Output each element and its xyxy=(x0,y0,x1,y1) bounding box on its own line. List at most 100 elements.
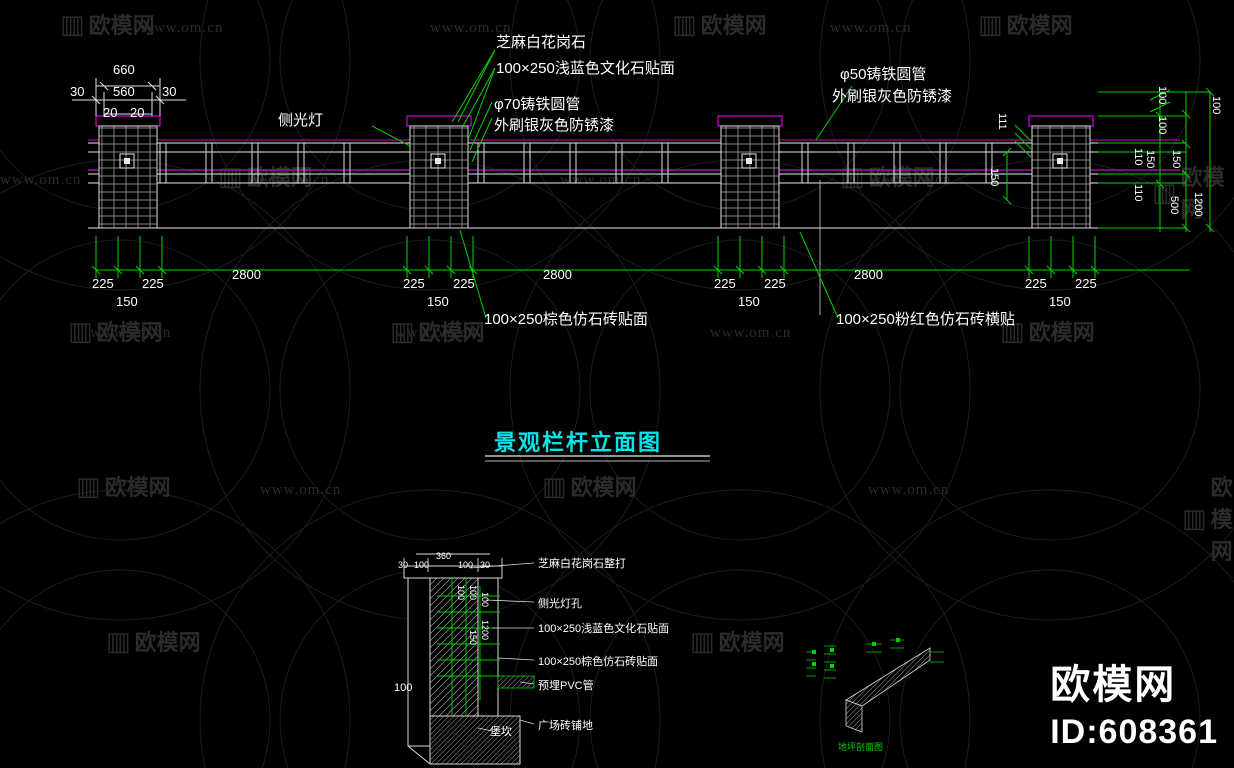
watermark-badge: ▥ 欧模网 xyxy=(1182,475,1233,564)
dim-span3-2800: 2800 xyxy=(854,267,883,282)
dim-pier2-right-225: 225 xyxy=(453,276,475,291)
dim-left-vert-150: 150 xyxy=(988,168,1000,187)
annotation-side-light: 侧光灯 xyxy=(278,112,324,129)
logo-id: ID:608361 xyxy=(1050,713,1218,751)
dim-right-150-b: 150 xyxy=(1170,150,1182,169)
watermark-url: www.om.cn xyxy=(142,20,224,36)
logo-glyph-icon: ▥ xyxy=(840,161,865,191)
detail-dim-1200: 1200 xyxy=(480,620,490,641)
detail-dim-30-a: 30 xyxy=(398,560,409,570)
watermark-url: www.om.cn xyxy=(870,172,952,188)
detail-label-brown: 100×250棕色仿石砖贴面 xyxy=(538,656,659,668)
logo-glyph-icon: ▥ xyxy=(68,316,93,346)
dim-pier4-left-225: 225 xyxy=(1025,276,1047,291)
annotation-pink-brick: 100×250粉红色仿石砖横贴 xyxy=(836,311,1015,328)
logo-glyph-icon: ▥ xyxy=(1182,503,1207,533)
detail-column xyxy=(403,565,535,765)
watermark-badge: ▥ 欧模网 xyxy=(76,471,171,501)
dim-right-edge-30: 30 xyxy=(162,84,177,99)
watermark-badge: ▥ 欧模网 xyxy=(68,316,163,346)
pier-4 xyxy=(1028,115,1094,229)
section-caption: 地坪剖面图 xyxy=(838,742,884,752)
dim-right-1200: 1200 xyxy=(1192,192,1204,217)
detail-dim-30-b: 30 xyxy=(480,560,491,570)
detail-label-pvc: 预埋PVC管 xyxy=(538,680,594,692)
dim-pier3-right-225: 225 xyxy=(764,276,786,291)
detail-dim-total-360: 360 xyxy=(436,551,452,561)
dim-pier1-sum-150: 150 xyxy=(116,294,138,309)
annotation-pipe70-line2: 外刷银灰色防锈漆 xyxy=(494,117,615,134)
small-section-detail xyxy=(806,638,944,733)
detail-dim-100-a: 100 xyxy=(414,560,430,570)
dim-pier1-left-225: 225 xyxy=(92,276,114,291)
logo-glyph-icon: ▥ xyxy=(106,626,131,656)
annotation-granite: 芝麻白花岗石 xyxy=(496,34,587,51)
detail-label-granite: 芝麻白花岗石整打 xyxy=(538,558,626,570)
watermark-url: www.om.cn xyxy=(830,20,912,36)
watermark-badge: ▥ 欧模网 xyxy=(672,9,767,39)
logo-brand: 欧模网 xyxy=(1050,663,1177,707)
dim-total-660: 660 xyxy=(113,62,135,77)
detail-label-plaza: 广场砖铺地 xyxy=(538,720,593,732)
dim-right-100-a: 100 xyxy=(1156,86,1168,105)
watermark-url: www.om.cn xyxy=(430,20,512,36)
detail-dim-100-d: 100 xyxy=(456,585,466,601)
watermark-url: www.om.cn xyxy=(560,172,642,188)
watermark-url: www.om.cn xyxy=(868,482,950,498)
dim-inner-560: 560 xyxy=(113,84,135,99)
dim-right-150: 150 xyxy=(1144,150,1156,169)
watermark-badge: ▥ 欧模网 xyxy=(1000,316,1095,346)
watermark-badge: ▥ 欧模网 xyxy=(978,9,1073,39)
detail-label-curb: 堡坎 xyxy=(490,726,512,738)
annotation-pipe50-line2: 外刷银灰色防锈漆 xyxy=(832,88,953,105)
watermark-badge: ▥ 欧模网 xyxy=(60,9,155,39)
pier-3 xyxy=(717,115,783,229)
dim-span1-2800: 2800 xyxy=(232,267,261,282)
detail-label-lighthole: 侧光灯孔 xyxy=(538,598,582,610)
detail-label-lightblue: 100×250浅蓝色文化石贴面 xyxy=(538,623,670,635)
dim-sub-right-20: 20 xyxy=(130,105,145,120)
dim-right-110-a: 110 xyxy=(1132,148,1144,166)
watermark-badge: ▥ 欧模网 xyxy=(690,626,785,656)
logo-glyph-icon: ▥ xyxy=(690,626,715,656)
dim-span2-2800: 2800 xyxy=(543,267,572,282)
dim-pier1-right-225: 225 xyxy=(142,276,164,291)
detail-dim-100-b: 100 xyxy=(458,560,474,570)
detail-dim-150: 150 xyxy=(468,630,478,646)
logo-glyph-icon: ▥ xyxy=(978,9,1003,39)
watermark-url: www.om.cn xyxy=(0,172,82,188)
watermark-badge: ▥ 欧模网 xyxy=(542,471,637,501)
logo-glyph-icon: ▥ xyxy=(542,471,567,501)
site-logo: 欧模网 ID:608361 xyxy=(1050,665,1218,752)
dim-pier3-left-225: 225 xyxy=(714,276,736,291)
dim-left-edge-30: 30 xyxy=(70,84,85,99)
annotation-pipe70-line1: φ70铸铁圆管 xyxy=(494,96,581,113)
watermark-url: www.om.cn xyxy=(260,482,342,498)
watermark-url: www.om.cn xyxy=(710,325,792,341)
dim-pier3-sum-150: 150 xyxy=(738,294,760,309)
watermark-url: www.om.cn xyxy=(395,325,477,341)
dim-pier2-left-225: 225 xyxy=(403,276,425,291)
drawing-title: 景观栏杆立面图 xyxy=(494,430,663,455)
dim-mark-111: 111 xyxy=(996,113,1008,130)
watermark-url: www.om.cn xyxy=(90,325,172,341)
dim-pier4-right-225: 225 xyxy=(1075,276,1097,291)
dim-right-110-b: 110 xyxy=(1132,184,1144,202)
dim-right-100-c: 100 xyxy=(1210,96,1222,115)
logo-glyph-icon: ▥ xyxy=(218,161,243,191)
watermark-badge: ▥ 欧模网 xyxy=(390,316,485,346)
logo-glyph-icon: ▥ xyxy=(390,316,415,346)
pier-2 xyxy=(406,115,472,229)
pier-1 xyxy=(95,115,161,229)
watermark-badge: ▥ 欧模网 xyxy=(106,626,201,656)
logo-glyph-icon: ▥ xyxy=(60,9,85,39)
dim-right-500: 500 xyxy=(1168,196,1180,215)
logo-glyph-icon: ▥ xyxy=(672,9,697,39)
logo-glyph-icon: ▥ xyxy=(1000,316,1025,346)
dim-sub-left-20: 20 xyxy=(103,105,118,120)
dim-pier4-sum-150: 150 xyxy=(1049,294,1071,309)
